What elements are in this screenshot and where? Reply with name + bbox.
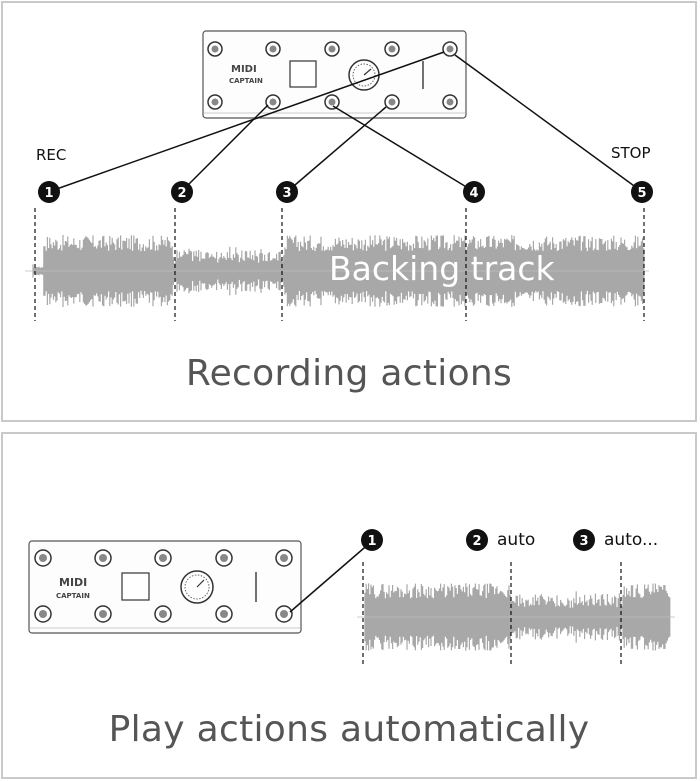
- top-footswitches: [207, 41, 458, 57]
- svg-text:2: 2: [177, 186, 186, 201]
- play-marker-3: 3: [573, 529, 595, 551]
- recording-panel: MIDI CAPTAIN: [1, 1, 697, 422]
- playback-waveform: [357, 583, 675, 651]
- play-marker-2: 2: [466, 529, 488, 551]
- marker-dash-lines: [34, 208, 645, 321]
- svg-text:3: 3: [579, 534, 588, 549]
- auto-label-2: auto: [497, 530, 536, 550]
- svg-text:3: 3: [282, 186, 291, 201]
- playback-panel: MIDI CAPTAIN 1 2 3 auto auto... Play act…: [1, 432, 697, 779]
- stop-label: STOP: [611, 144, 651, 162]
- recording-caption: Recording actions: [185, 353, 513, 394]
- backing-track-label: Backing track: [329, 249, 555, 288]
- device-brand-line2: CAPTAIN: [229, 77, 263, 85]
- svg-text:1: 1: [44, 186, 53, 201]
- device-brand-line1: MIDI: [59, 576, 87, 589]
- connector-line: [289, 541, 372, 613]
- svg-text:4: 4: [469, 186, 478, 201]
- midi-captain-device-bottom: MIDI CAPTAIN: [28, 540, 302, 634]
- device-screen: [289, 60, 317, 88]
- svg-text:1: 1: [367, 534, 376, 549]
- svg-text:5: 5: [637, 186, 646, 201]
- device-brand-line2: CAPTAIN: [56, 592, 90, 600]
- rec-label: REC: [36, 146, 67, 164]
- play-marker-1: 1: [361, 529, 383, 551]
- midi-captain-device-top: MIDI CAPTAIN: [202, 30, 467, 119]
- playback-caption: Play actions automatically: [108, 709, 590, 750]
- marker-dash-lines: [362, 562, 622, 666]
- marker-2: 2: [171, 181, 193, 203]
- svg-text:2: 2: [472, 534, 481, 549]
- playback-diagram: MIDI CAPTAIN 1 2 3: [28, 529, 675, 666]
- recording-diagram: MIDI CAPTAIN: [25, 30, 653, 321]
- marker-5: 5: [631, 181, 653, 203]
- marker-3: 3: [276, 181, 298, 203]
- device-brand-line1: MIDI: [231, 64, 257, 75]
- device-screen: [121, 572, 150, 601]
- backing-track-waveform: [25, 235, 649, 307]
- bottom-footswitches: [207, 94, 458, 110]
- connector-lines: [50, 51, 642, 192]
- auto-label-3: auto...: [604, 530, 659, 550]
- device-dial: [348, 59, 380, 91]
- marker-4: 4: [463, 181, 485, 203]
- marker-1: 1: [38, 181, 60, 203]
